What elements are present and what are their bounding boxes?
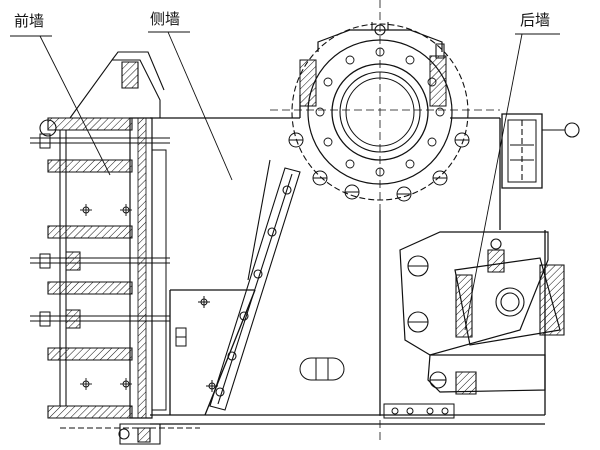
rear-wall-box bbox=[502, 114, 579, 188]
swing-jaw-liner bbox=[210, 160, 300, 410]
label-rear-wall: 后墙 bbox=[520, 11, 551, 29]
toggle-mechanism bbox=[400, 232, 564, 394]
misc-details bbox=[176, 296, 454, 418]
bearing-housing bbox=[289, 22, 469, 201]
label-front-wall: 前墙 bbox=[14, 12, 45, 30]
leader-lines bbox=[10, 32, 560, 330]
label-side-wall: 侧墙 bbox=[150, 10, 181, 28]
side-wall-frame bbox=[150, 95, 545, 424]
front-wall-assembly bbox=[30, 52, 200, 444]
center-lines bbox=[152, 0, 500, 440]
